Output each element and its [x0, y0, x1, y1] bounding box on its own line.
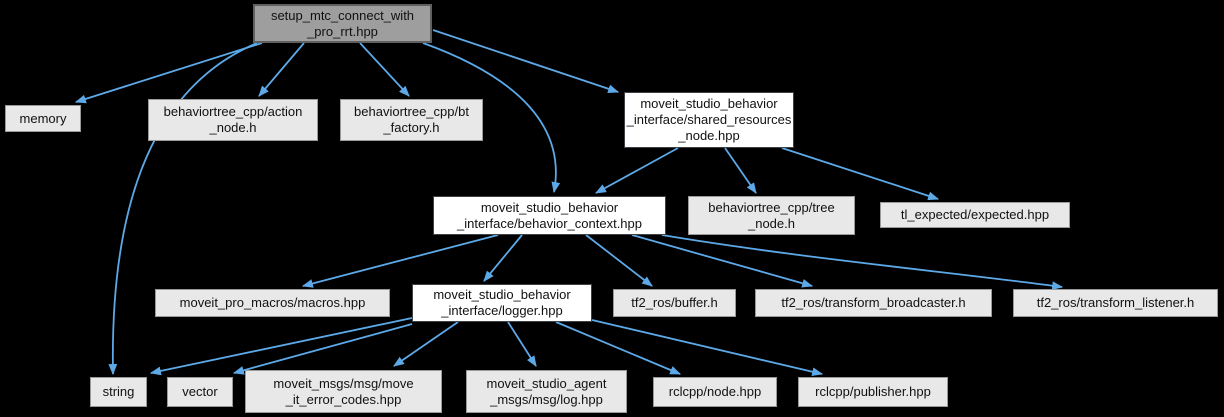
graph-node-label: tf2_ros/buffer.h — [631, 295, 718, 311]
edge-behavior_context-to-macros — [301, 234, 499, 288]
graph-node-label: moveit_studio_behavior _interface/logger… — [433, 287, 571, 318]
graph-node-label: moveit_studio_behavior _interface/behavi… — [456, 199, 642, 231]
graph-node-rclcpp_node: rclcpp/node.hpp — [653, 377, 777, 407]
graph-node-label: rclcpp/publisher.hpp — [815, 384, 931, 400]
graph-node-macros: moveit_pro_macros/macros.hpp — [155, 289, 390, 317]
graph-node-shared_resources_node[interactable]: moveit_studio_behavior _interface/shared… — [624, 92, 794, 148]
graph-node-tree_node: behaviortree_cpp/tree _node.h — [688, 196, 855, 235]
edge-root-to-action_node — [258, 42, 305, 97]
graph-node-root: setup_mtc_connect_with _pro_rrt.hpp — [253, 4, 432, 43]
edge-behavior_context-to-buffer — [585, 234, 653, 287]
edge-logger-to-string — [149, 317, 413, 376]
graph-node-label: moveit_pro_macros/macros.hpp — [179, 295, 366, 311]
graph-node-tl_expected: tl_expected/expected.hpp — [880, 202, 1070, 228]
edge-root-to-string — [108, 42, 258, 376]
edge-shared_resources_node-to-behavior_context — [595, 147, 679, 194]
edge-shared_resources_node-to-tree_node — [724, 147, 757, 194]
edge-shared_resources_node-to-tl_expected — [781, 147, 940, 201]
graph-node-label: vector — [182, 384, 218, 400]
edge-root-to-memory — [74, 42, 263, 104]
graph-node-string: string — [90, 377, 147, 407]
graph-node-memory: memory — [5, 105, 81, 132]
graph-node-rclcpp_publisher: rclcpp/publisher.hpp — [798, 377, 948, 407]
edge-behavior_context-to-logger — [483, 234, 523, 282]
graph-node-transform_broadcaster: tf2_ros/transform_broadcaster.h — [755, 289, 992, 317]
edge-behavior_context-to-transform_listener — [661, 234, 1064, 291]
graph-node-transform_listener: tf2_ros/transform_listener.h — [1013, 289, 1218, 317]
graph-node-logger[interactable]: moveit_studio_behavior _interface/logger… — [412, 284, 592, 322]
graph-node-buffer: tf2_ros/buffer.h — [613, 289, 736, 317]
graph-node-label: memory — [19, 110, 67, 126]
edge-root-to-behavior_context — [422, 42, 561, 194]
graph-node-label: string — [102, 384, 135, 400]
graph-node-label: tf2_ros/transform_broadcaster.h — [781, 295, 966, 311]
edge-root-to-shared_resources_node — [432, 29, 620, 94]
edge-logger-to-rclcpp_node — [555, 321, 682, 375]
graph-node-label: rclcpp/node.hpp — [668, 384, 762, 400]
graph-node-label: behaviortree_cpp/tree _node.h — [708, 199, 835, 231]
graph-node-label: behaviortree_cpp/bt _factory.h — [354, 104, 469, 135]
graph-node-move_it_error_codes: moveit_msgs/msg/move _it_error_codes.hpp — [245, 370, 442, 413]
graph-node-log_msg: moveit_studio_agent _msgs/msg/log.hpp — [466, 370, 627, 413]
edge-logger-to-vector — [232, 323, 413, 375]
edge-logger-to-rclcpp_publisher — [591, 319, 824, 377]
graph-node-behavior_context[interactable]: moveit_studio_behavior _interface/behavi… — [433, 196, 666, 235]
graph-node-label: setup_mtc_connect_with _pro_rrt.hpp — [270, 7, 415, 39]
graph-node-label: behaviortree_cpp/action _node.h — [163, 104, 303, 135]
graph-node-label: moveit_msgs/msg/move _it_error_codes.hpp — [273, 375, 414, 407]
graph-node-bt_factory: behaviortree_cpp/bt _factory.h — [340, 99, 483, 141]
graph-node-label: moveit_studio_agent _msgs/msg/log.hpp — [486, 375, 607, 407]
graph-node-label: tl_expected/expected.hpp — [900, 207, 1050, 223]
edge-root-to-bt_factory — [359, 42, 410, 97]
edge-logger-to-log_msg — [507, 321, 537, 367]
graph-node-action_node: behaviortree_cpp/action _node.h — [148, 99, 318, 141]
edge-behavior_context-to-transform_broadcaster — [631, 234, 814, 288]
edge-logger-to-move_it_error_codes — [393, 321, 459, 367]
graph-node-vector: vector — [167, 377, 233, 407]
graph-node-label: moveit_studio_behavior _interface/shared… — [626, 96, 792, 143]
graph-node-label: tf2_ros/transform_listener.h — [1036, 295, 1195, 311]
